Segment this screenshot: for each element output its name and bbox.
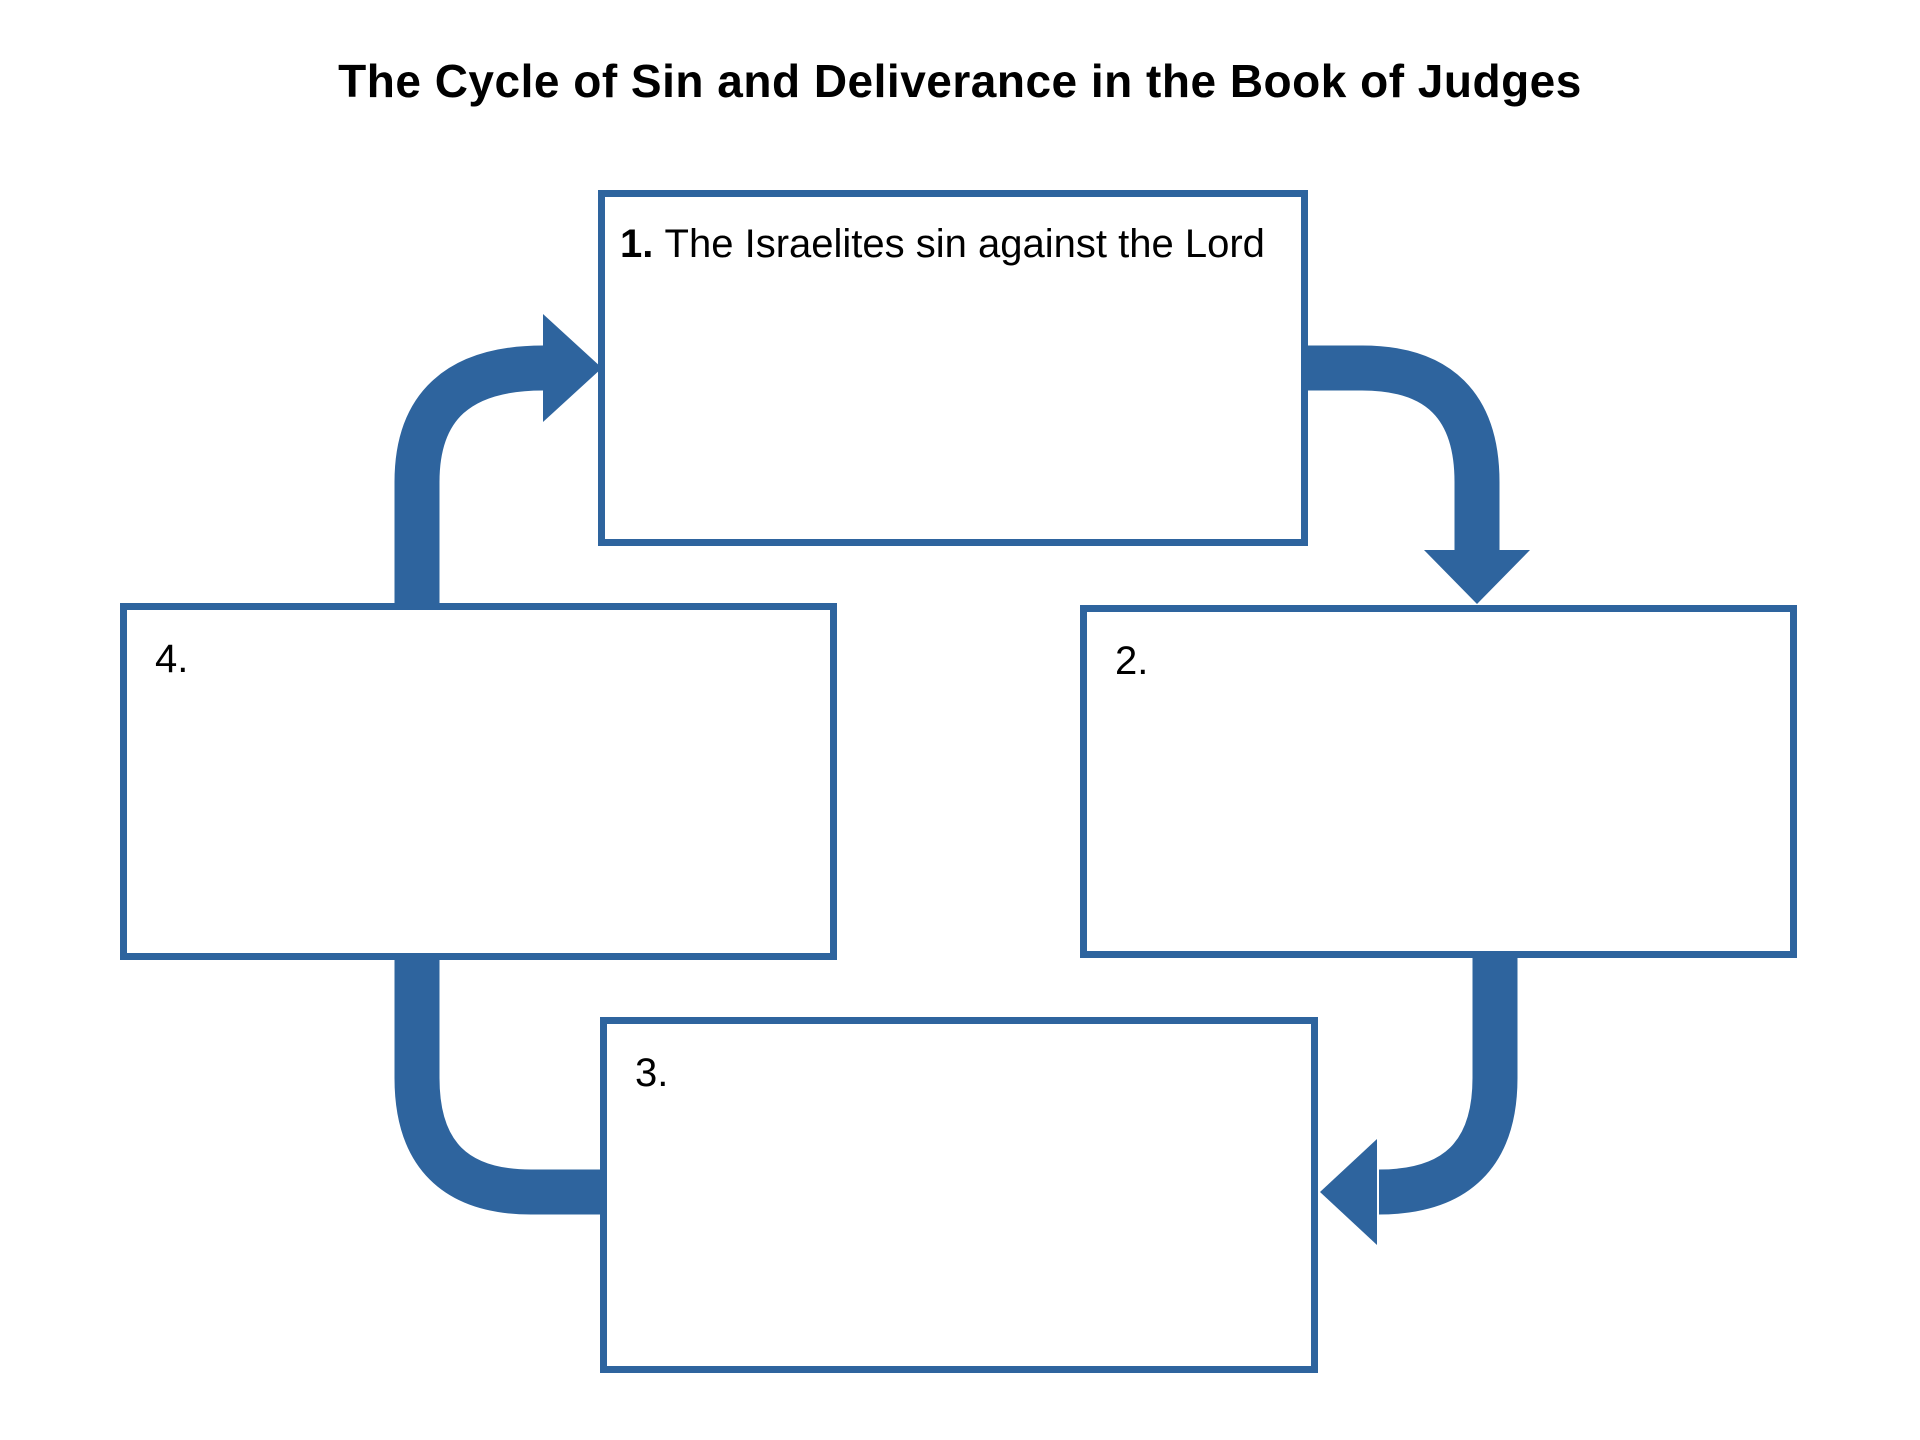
cycle-step-4-box: 4.	[120, 603, 837, 960]
step-1-number: 1.	[620, 222, 654, 266]
cycle-step-3-box: 3.	[600, 1017, 1318, 1373]
arrow-step2-to-step3	[1320, 956, 1518, 1245]
diagram-title: The Cycle of Sin and Deliverance in the …	[338, 55, 1582, 107]
arrow-step1-to-step2	[1306, 345, 1530, 604]
arrow-step4-to-step1	[394, 314, 602, 606]
step-3-label: 3.	[607, 1024, 1311, 1122]
step-1-label: 1.The Israelites sin against the Lord	[605, 197, 1301, 291]
step-4-number: 4.	[155, 637, 189, 681]
arrow-step4-to-step3	[394, 958, 604, 1215]
step-2-label: 2.	[1087, 612, 1790, 710]
cycle-step-1-box: 1.The Israelites sin against the Lord	[598, 190, 1308, 546]
step-3-number: 3.	[635, 1051, 669, 1095]
step-4-label: 4.	[127, 610, 830, 708]
step-1-text: The Israelites sin against the Lord	[664, 222, 1265, 266]
step-2-number: 2.	[1115, 639, 1149, 683]
cycle-step-2-box: 2.	[1080, 605, 1797, 958]
